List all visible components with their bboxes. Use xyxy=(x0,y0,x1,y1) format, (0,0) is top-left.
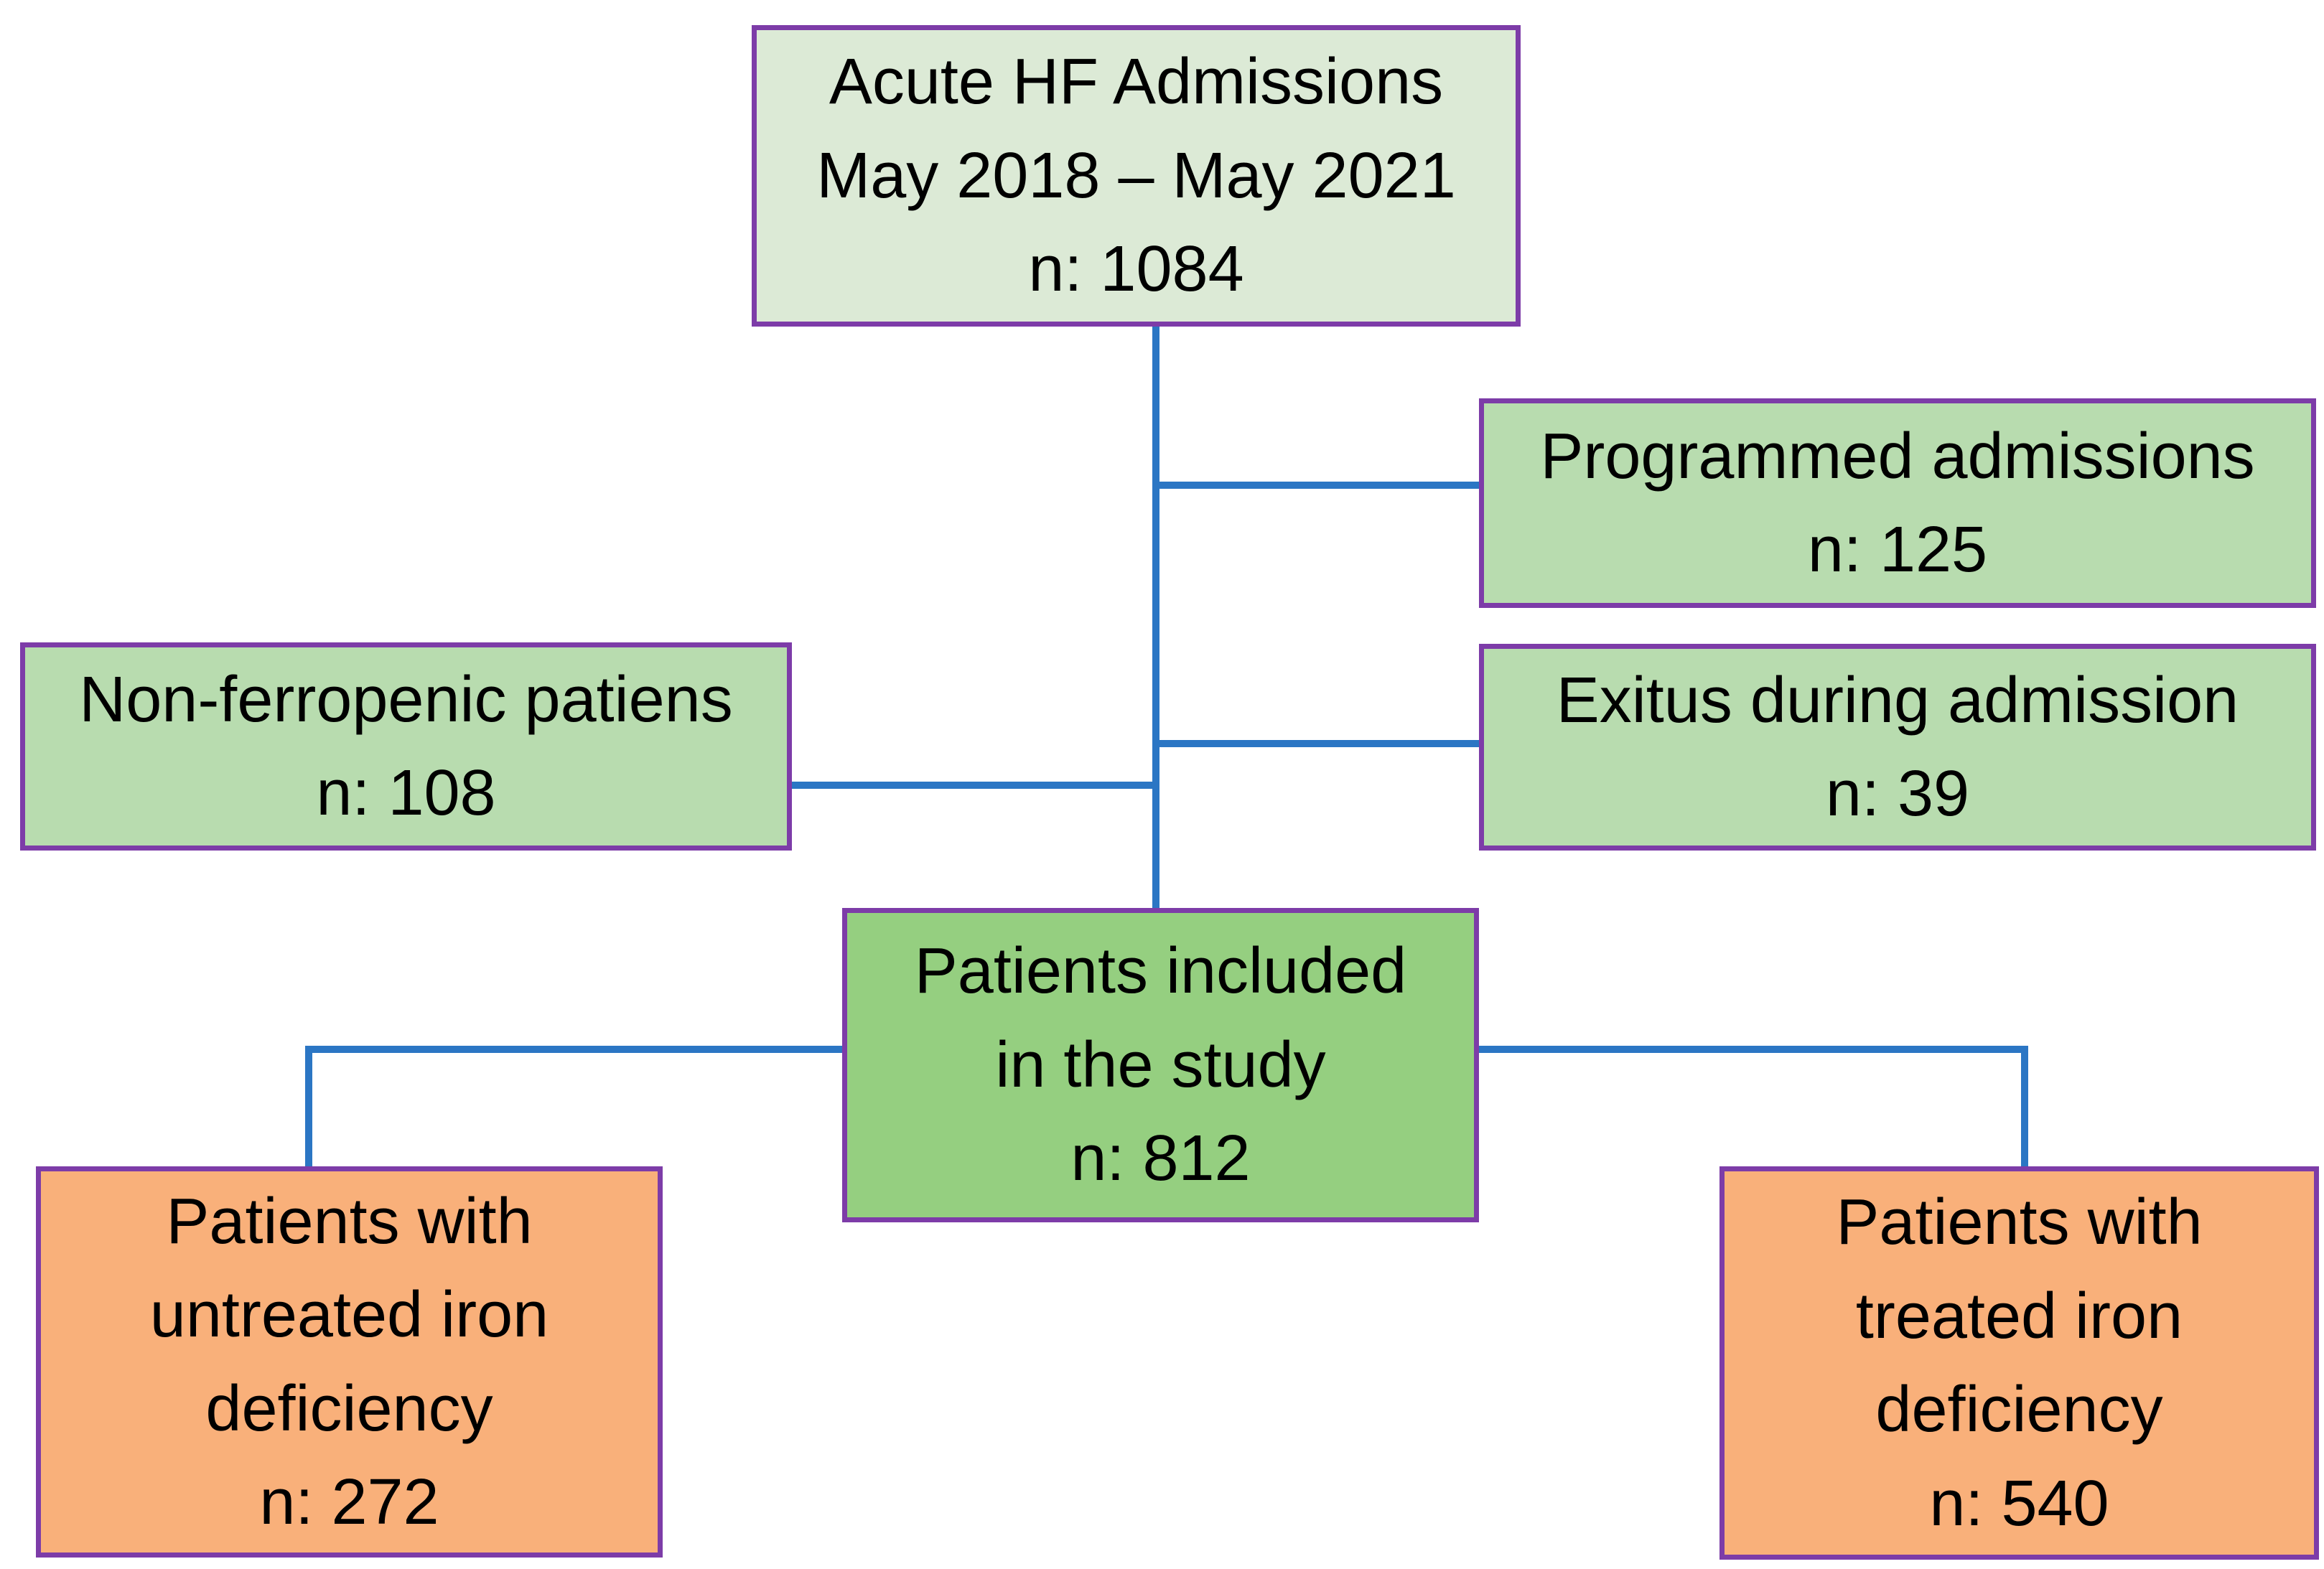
node-line: n: 39 xyxy=(1825,758,1970,830)
node-line: n: 125 xyxy=(1807,514,1988,586)
connector-to-untreated-horizontal xyxy=(305,1046,844,1053)
connector-to-exitus xyxy=(1156,740,1483,747)
node-untreated-iron-deficiency: Patients with untreated iron deficiency … xyxy=(36,1166,663,1558)
connector-to-treated-horizontal xyxy=(1478,1046,2028,1053)
connector-to-untreated-vertical xyxy=(305,1046,312,1171)
connector-trunk xyxy=(1152,323,1159,912)
node-line: n: 108 xyxy=(316,757,496,829)
connector-from-nonferropenic xyxy=(788,782,1158,789)
node-treated-iron-deficiency: Patients with treated iron deficiency n:… xyxy=(1719,1166,2319,1560)
node-line: untreated iron xyxy=(149,1279,549,1351)
node-line: Patients included xyxy=(914,935,1407,1008)
node-line: treated iron xyxy=(1855,1280,2183,1352)
node-line: Patients with xyxy=(1836,1186,2203,1258)
node-line: n: 540 xyxy=(1929,1467,2109,1540)
node-line: n: 812 xyxy=(1070,1123,1251,1195)
connector-to-programmed xyxy=(1156,482,1483,489)
node-acute-hf-admissions: Acute HF Admissions May 2018 – May 2021 … xyxy=(752,25,1521,327)
node-exitus-during-admission: Exitus during admission n: 39 xyxy=(1479,644,2316,851)
node-line: May 2018 – May 2021 xyxy=(816,139,1456,212)
node-line: deficiency xyxy=(205,1372,493,1445)
node-line: Patients with xyxy=(166,1185,533,1257)
node-line: in the study xyxy=(995,1029,1326,1101)
node-line: deficiency xyxy=(1875,1374,2163,1446)
node-line: Acute HF Admissions xyxy=(829,46,1444,118)
node-line: Programmed admissions xyxy=(1540,420,2255,492)
node-line: Non-ferropenic patiens xyxy=(79,663,733,736)
connector-to-treated-vertical xyxy=(2021,1046,2028,1171)
node-line: n: 272 xyxy=(259,1466,439,1538)
node-non-ferropenic-patients: Non-ferropenic patiens n: 108 xyxy=(20,642,792,851)
node-programmed-admissions: Programmed admissions n: 125 xyxy=(1479,398,2316,608)
node-line: Exitus during admission xyxy=(1556,664,2239,736)
node-line: n: 1084 xyxy=(1028,233,1244,306)
node-patients-included: Patients included in the study n: 812 xyxy=(842,908,1479,1222)
